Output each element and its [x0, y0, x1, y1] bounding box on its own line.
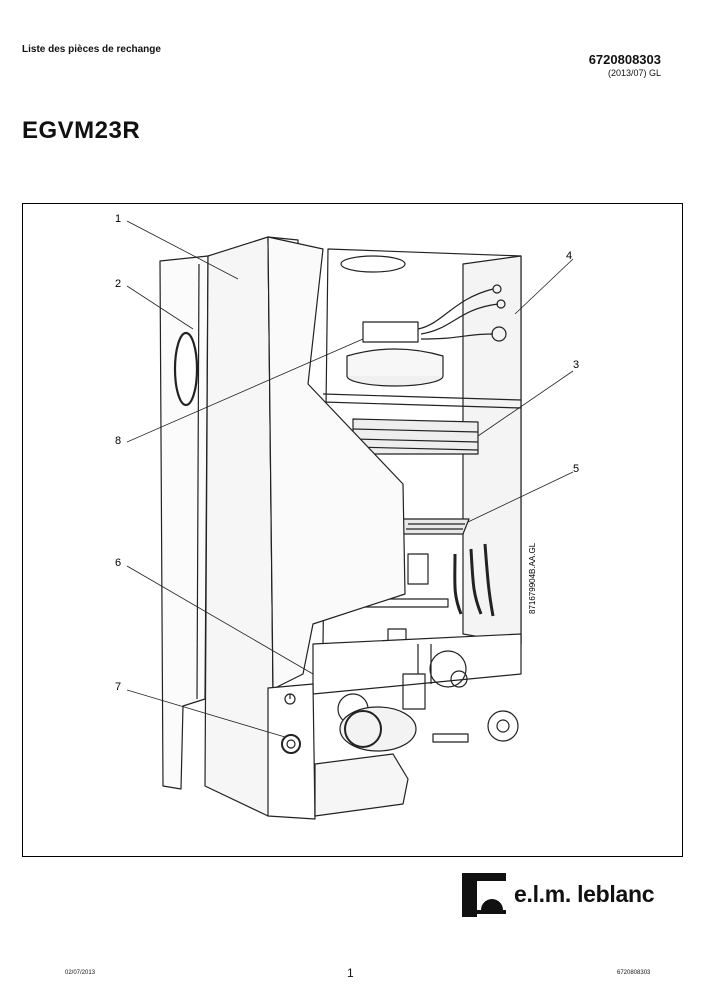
boiler-exploded-drawing: 1 2 3 4 5 6 7 8 871679904B.AA.GL — [115, 213, 579, 820]
footer-page-number: 1 — [347, 966, 354, 980]
model-title: EGVM23R — [22, 117, 141, 144]
exploded-view-frame: 1 2 3 4 5 6 7 8 871679904B.AA.GL — [22, 203, 683, 857]
brand-logo-icon — [462, 873, 506, 917]
front-bevel-panel — [267, 236, 406, 690]
footer-date: 02/07/2013 — [65, 970, 96, 976]
callout-5: 5 — [573, 463, 579, 475]
expansion-vessel — [346, 284, 507, 387]
brand-block: e.l.m. leblanc — [462, 873, 672, 919]
callout-8: 8 — [115, 435, 121, 447]
footer-reference: 6720808303 — [617, 970, 651, 976]
document-revision: (2013/07) GL — [607, 68, 661, 78]
document-header-title: Liste des pièces de rechange — [22, 44, 161, 55]
leader-lines — [126, 220, 574, 738]
callout-1: 1 — [115, 213, 121, 225]
control-panel — [267, 683, 409, 820]
callout-2: 2 — [115, 278, 121, 290]
callout-4: 4 — [566, 250, 572, 262]
hydraulic-block — [312, 633, 522, 752]
brand-name: e.l.m. leblanc — [514, 881, 655, 907]
callout-6: 6 — [115, 557, 121, 569]
front-cover-panel — [159, 255, 209, 790]
callout-7: 7 — [115, 681, 121, 693]
callout-labels: 1 2 3 4 5 6 7 8 871679904B.AA.GL — [115, 213, 579, 693]
callout-3: 3 — [573, 359, 579, 371]
drawing-code: 871679904B.AA.GL — [528, 542, 537, 614]
document-number: 6720808303 — [588, 52, 661, 67]
